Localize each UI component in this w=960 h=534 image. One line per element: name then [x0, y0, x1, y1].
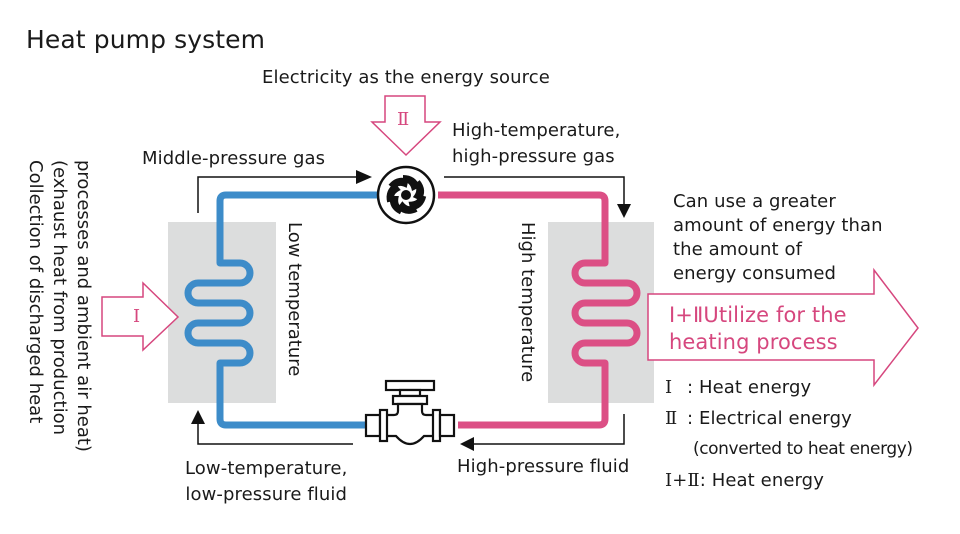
flow-arrow-middle-pressure [197, 170, 372, 213]
condenser-box [548, 222, 654, 403]
legend-item: Ⅰ: Heat energy [665, 377, 812, 398]
greater-energy-line-3: the amount of [673, 239, 803, 260]
legend-item: Ⅰ+Ⅱ: Heat energy [665, 470, 824, 491]
output-line-2: heating process [669, 330, 838, 354]
greater-energy-line-4: energy consumed [673, 263, 837, 284]
output-line-1: Ⅰ+ⅡUtilize for the [669, 303, 847, 327]
low-temp-fluid-line-2: low-pressure fluid [185, 484, 348, 505]
electric-input-arrow [370, 95, 442, 157]
high-pressure-fluid-label: High-pressure fluid [457, 456, 630, 477]
heat-input-symbol: Ⅰ [133, 306, 141, 327]
low-temp-fluid-label: Low-temperature, low-pressure fluid [185, 456, 347, 508]
energy-legend: Ⅰ: Heat energy Ⅱ: Electrical energy (con… [665, 372, 913, 496]
collection-line-1: Collection of discharged heat [25, 160, 46, 424]
high-temp-gas-label-2: high-pressure gas [452, 146, 615, 167]
high-temp-gas-label-1: High-temperature, [452, 120, 621, 141]
flow-arrow-low-pressure-fluid [191, 410, 353, 445]
collection-line-3: processes and ambient air heat) [73, 160, 94, 452]
low-side-pipe [184, 191, 380, 429]
flow-arrow-high-pressure-gas [444, 176, 631, 218]
page-title: Heat pump system [26, 25, 266, 54]
collection-label: processes and ambient air heat) (exhaust… [23, 160, 95, 452]
output-label: Ⅰ+ⅡUtilize for the heating process [669, 302, 847, 356]
heat-input-arrow [101, 281, 180, 352]
high-temperature-label: High temperature [517, 222, 538, 383]
legend-item: (converted to heat energy) [693, 439, 913, 459]
electricity-source-label: Electricity as the energy source [262, 67, 550, 88]
legend-item: Ⅱ: Electrical energy [665, 408, 852, 429]
collection-line-2: (exhaust heat from production [49, 160, 70, 435]
middle-pressure-gas-label: Middle-pressure gas [142, 148, 326, 169]
greater-energy-line-2: amount of energy than [673, 215, 883, 236]
valve-icon [364, 379, 456, 446]
compressor-icon [376, 165, 436, 225]
low-temperature-label: Low temperature [284, 222, 305, 377]
low-temp-fluid-line-1: Low-temperature, [185, 458, 348, 479]
flow-arrow-high-pressure-fluid [460, 414, 625, 451]
greater-energy-line-1: Can use a greater [673, 191, 836, 212]
high-side-pipe [438, 191, 641, 429]
electric-input-symbol: Ⅱ [397, 109, 410, 130]
greater-energy-note: Can use a greater amount of energy than … [673, 190, 883, 286]
heat-output-arrow [647, 267, 919, 388]
